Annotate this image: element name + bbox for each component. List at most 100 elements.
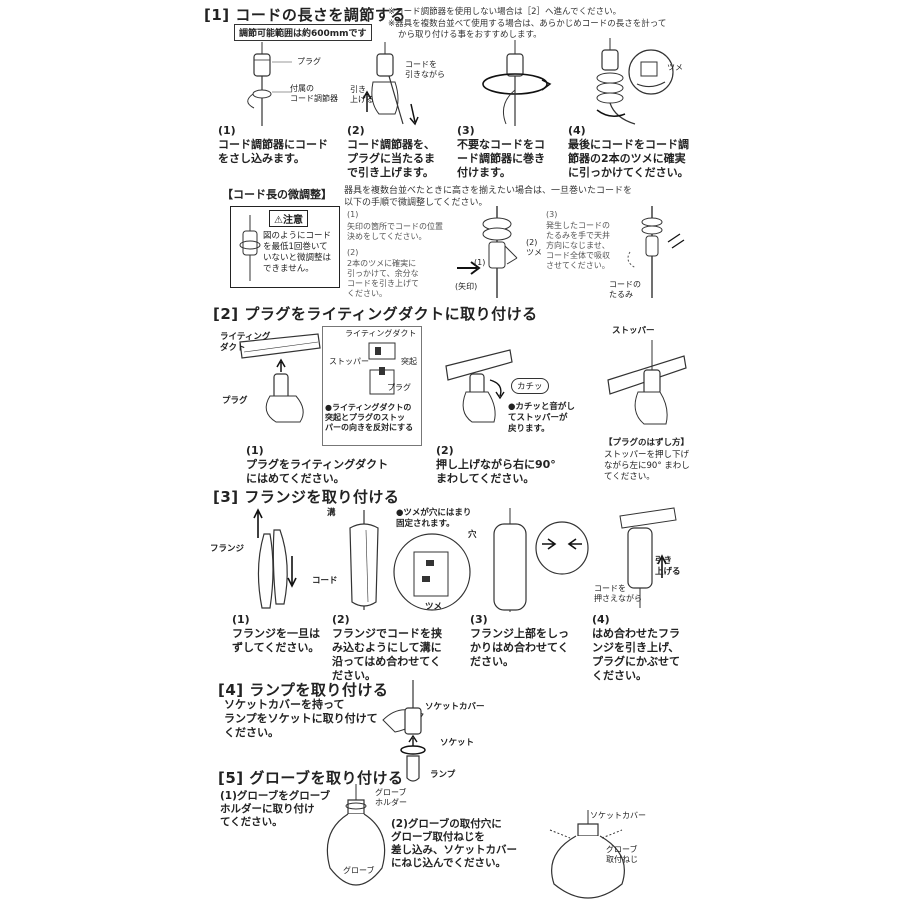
step-number: (3)	[457, 124, 475, 137]
step-number: (3)	[470, 613, 488, 626]
caution-box: ⚠注意 図のようにコード を最低1回巻いて いないと微調整は できません。	[230, 206, 340, 288]
label-fine-claw: (2) ツメ	[526, 238, 542, 257]
inset-orientation-note: ●ライティングダクトの 突起とプラグのストッ パーの向きを反対にする	[325, 403, 414, 432]
step-text: フランジ上部をしっ かりはめ合わせてく ださい。	[470, 627, 569, 668]
wrap-cord-illustration	[470, 40, 560, 130]
step-number: (1)	[232, 613, 250, 626]
inset-bump-label: 突起	[401, 357, 417, 366]
section4-text: ソケットカバーを持って ランプをソケットに取り付けて ください。	[224, 698, 378, 739]
fine-adjust-intro-cont: 以下の手順で微調整してください。	[344, 198, 488, 208]
click-bubble: カチッ	[511, 378, 549, 394]
section2-title: [2] プラグをライティングダクトに取り付ける	[213, 305, 538, 323]
label-lighting-duct: ライティング ダクト	[220, 332, 271, 353]
label-slack: コードの たるみ	[609, 280, 641, 299]
flange-apart-illustration	[240, 508, 310, 616]
step-number: (2)	[436, 444, 454, 457]
label-pull-cord: コードを 引きながら	[405, 60, 445, 79]
plug-adjuster-illustration	[232, 42, 342, 132]
caution-text: 図のようにコード を最低1回巻いて いないと微調整は できません。	[263, 231, 332, 274]
section1-note-multiple: ※器具を複数台並べて使用する場合は、あらかじめコードの長さを計って	[388, 19, 667, 29]
inset-stopper-label: ストッパー	[329, 357, 369, 366]
step-number: (2)	[347, 124, 365, 137]
removal-title: 【プラグのはずし方】	[604, 438, 690, 448]
step-text: 最後にコードをコード調 節器の2本のツメに確実 に引っかけてください。	[568, 138, 689, 179]
inset-duct-label: ライティングダクト	[345, 329, 417, 338]
hook-claw-illustration	[575, 38, 695, 133]
step-text: 押し上げながら右に90° まわしてください。	[436, 458, 556, 485]
fine-step2-text: 2本のツメに確実に 引っかけて、余分な コードを引き上げて ください。	[347, 259, 419, 298]
section5-step2: (2)グローブの取付穴に グローブ取付ねじを 差し込み、ソケットカバー にねじ込…	[391, 818, 517, 869]
label-globe-screw: グローブ 取付ねじ	[606, 845, 638, 864]
label-stopper: ストッパー	[612, 326, 655, 336]
label-globe-holder: グローブ ホルダー	[375, 788, 407, 807]
twist-plug-illustration	[440, 340, 520, 430]
section1-note-multiple-cont: から取り付ける事をおすすめします。	[398, 30, 542, 40]
plug-top-shape	[367, 367, 397, 397]
s1-step4: (4) 最後にコードをコード調 節器の2本のツメに確実 に引っかけてください。	[568, 124, 698, 180]
slack-absorb-illustration	[622, 206, 692, 302]
step-number: (4)	[568, 124, 586, 137]
s1-step3: (3) 不要なコードをコ ード調節器に巻き 付けます。	[457, 124, 567, 180]
flange-top-press-illustration	[484, 508, 594, 616]
step-text: 不要なコードをコ ード調節器に巻き 付けます。	[457, 138, 545, 179]
adjust-range-box: 調節可能範囲は約600mmです	[234, 24, 372, 41]
claw-note: ●ツメが穴にはまり 固定されます。	[396, 508, 472, 529]
label-claw: ツメ	[425, 602, 443, 612]
label-claw: ツメ	[667, 63, 683, 72]
fine-step2-num: (2)	[347, 248, 359, 257]
label-plug: プラグ	[222, 396, 248, 406]
fine-step1-num: (1)	[347, 210, 359, 219]
lamp-socket-illustration	[375, 680, 445, 790]
section5-title: [5] グローブを取り付ける	[218, 769, 404, 787]
s3-step3: (3) フランジ上部をしっ かりはめ合わせてく ださい。	[470, 613, 590, 669]
flange-assemble-illustration	[340, 510, 390, 618]
fine-adjust-illustration	[455, 206, 540, 302]
globe-screw-illustration	[540, 810, 640, 900]
step-number: (2)	[332, 613, 350, 626]
flange-lift-illustration	[614, 508, 684, 608]
label-groove: 溝	[327, 508, 336, 518]
section4-title: [4] ランプを取り付ける	[218, 681, 389, 699]
s2-step2: (2) 押し上げながら右に90° まわしてください。	[436, 444, 566, 486]
step-text: コード調節器にコード をさし込みます。	[218, 138, 328, 165]
fine-step3-text: 発生したコードの たるみを手で天井 方向になじませ、 コード全体で吸収 させてく…	[546, 221, 610, 270]
label-socket-cover: ソケットカバー	[425, 702, 485, 712]
remove-plug-illustration	[604, 340, 694, 430]
label-globe: グローブ	[343, 866, 375, 875]
fine-step1-text: 矢印の箇所でコードの位置 決めをしてください。	[347, 222, 443, 241]
label-plug: プラグ	[297, 57, 321, 66]
step-text: はめ合わせたフラ ンジを引き上げ、 プラグにかぶせて ください。	[592, 627, 680, 682]
label-cord: コード	[312, 576, 338, 586]
inset-plug-label: プラグ	[387, 383, 411, 392]
step-text: プラグをライティングダクト にはめてください。	[246, 458, 389, 485]
step-number: (1)	[246, 444, 264, 457]
step-text: フランジを一旦は ずしてください。	[232, 627, 320, 654]
label-arrow: (矢印)	[455, 282, 478, 291]
duct-plug-illustration	[230, 330, 330, 430]
s3-step1: (1) フランジを一旦は ずしてください。	[232, 613, 332, 655]
fine-step3-num: (3)	[546, 210, 558, 219]
s1-step1: (1) コード調節器にコード をさし込みます。	[218, 124, 353, 166]
label-lamp: ランプ	[430, 770, 456, 780]
globe-holder-illustration	[326, 784, 406, 898]
step-number: (1)	[218, 124, 236, 137]
section1-title: [1] コードの長さを調節する	[204, 6, 406, 24]
removal-text: ストッパーを押し下げ ながら左に90° まわし てください。	[604, 450, 690, 482]
label-fine-step1: (1)	[474, 258, 486, 267]
s3-step2: (2) フランジでコードを挟 み込むようにして溝に 沿ってはめ合わせてく ださい…	[332, 613, 457, 683]
label-lift: 引き 上げる	[350, 85, 374, 104]
pull-up-adjuster-illustration	[355, 42, 435, 130]
section3-title: [3] フランジを取り付ける	[213, 488, 400, 506]
step-text: コード調節器を、 プラグに当たるま で引き上げます。	[347, 138, 435, 179]
label-hold-cord: コードを 押さえながら	[594, 584, 642, 603]
label-socket: ソケット	[440, 738, 475, 748]
section5-step1: (1)グローブをグローブ ホルダーに取り付け てください。	[220, 790, 331, 828]
s1-step2: (2) コード調節器を、 プラグに当たるま で引き上げます。	[347, 124, 457, 180]
label-hole: 穴	[468, 530, 477, 540]
step-number: (4)	[592, 613, 610, 626]
fine-adjust-intro: 器具を複数台並べたときに高さを揃えたい場合は、一旦巻いたコードを	[344, 186, 633, 196]
fine-adjust-title: 【コード長の微調整】	[222, 188, 332, 201]
caution-wrap-illustration	[237, 215, 263, 281]
s2-step1: (1) プラグをライティングダクト にはめてください。	[246, 444, 406, 486]
label-socket-cover-5: ソケットカバー	[590, 811, 646, 820]
